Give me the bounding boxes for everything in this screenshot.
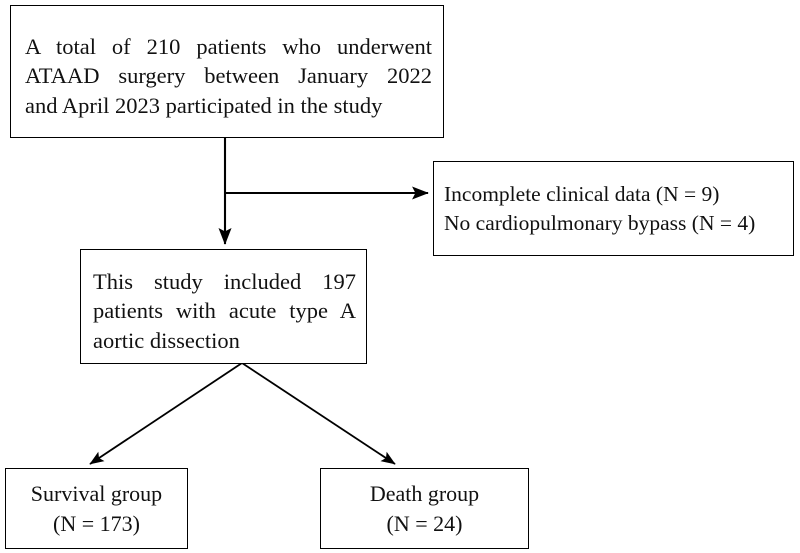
node-death-group: Death group (N = 24)	[320, 468, 529, 549]
node-included-line-1: This study included 197	[93, 269, 356, 294]
node-survival-count: (N = 173)	[53, 510, 140, 536]
node-death-text: Death group (N = 24)	[327, 479, 522, 539]
exclusion-item-incomplete-data: Incomplete clinical data (N = 9)	[444, 181, 720, 206]
node-enrollment-line-1: A total of 210 patients who underwent	[25, 34, 432, 59]
edge-included-to-survival	[89, 362, 243, 465]
node-survival-label: Survival group	[30, 480, 163, 506]
edge-included-to-death	[241, 362, 396, 465]
node-enrollment-line-3: and April 2023 participated in the study	[25, 92, 383, 118]
exclusion-item-no-bypass: No cardiopulmonary bypass (N = 4)	[444, 210, 756, 235]
node-included-line-2: patients with acute type A	[93, 298, 356, 324]
node-included-cohort: This study included 197 patients with ac…	[80, 249, 367, 364]
node-survival-text: Survival group (N = 173)	[12, 479, 181, 539]
node-death-count: (N = 24)	[386, 510, 463, 536]
node-enrollment-text: A total of 210 patients who underwent AT…	[25, 16, 432, 120]
node-survival-group: Survival group (N = 173)	[5, 468, 188, 549]
node-exclusion-criteria: Incomplete clinical data (N = 9) No card…	[433, 161, 794, 256]
node-included-text: This study included 197 patients with ac…	[93, 258, 356, 355]
node-exclusions-text: Incomplete clinical data (N = 9) No card…	[444, 180, 788, 237]
node-enrollment-line-2: ATAAD surgery between January 2022	[25, 63, 432, 89]
node-included-line-3: aortic dissection	[93, 327, 240, 353]
node-enrollment-population: A total of 210 patients who underwent AT…	[10, 5, 444, 138]
node-death-label: Death group	[369, 480, 480, 506]
